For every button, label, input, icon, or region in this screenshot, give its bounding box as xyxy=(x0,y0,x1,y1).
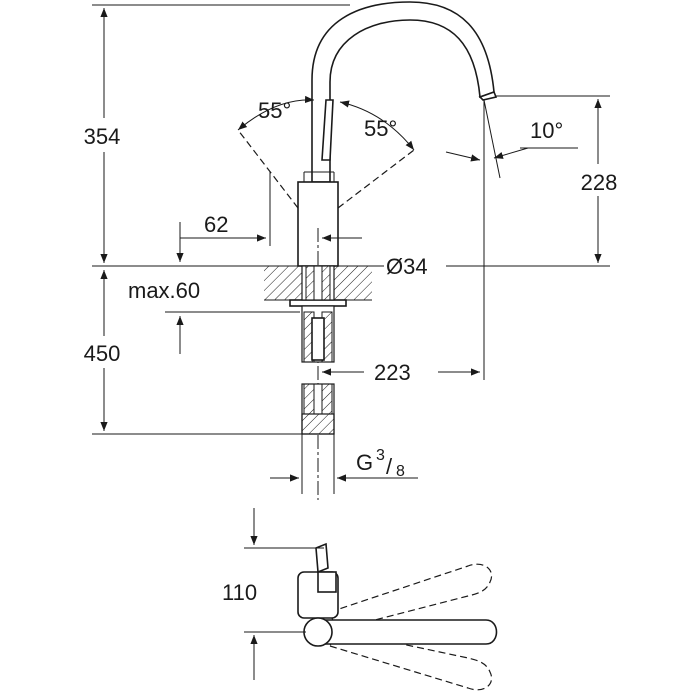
dim-max-thickness: max.60 xyxy=(128,222,200,354)
label-354: 354 xyxy=(84,124,121,149)
faucet-plan-view: 110 xyxy=(222,508,498,691)
extension-lines xyxy=(92,4,610,435)
label-110: 110 xyxy=(222,580,257,605)
dim-thread: G 3 / 8 xyxy=(270,434,418,494)
supply-hoses xyxy=(301,305,335,435)
label-diameter: Ø34 xyxy=(386,254,428,279)
lever-angle-lines: 55° 55° xyxy=(237,95,415,209)
dim-handle-offset: 62 xyxy=(180,172,362,246)
countertop-section xyxy=(264,265,372,307)
label-thread-den: 8 xyxy=(396,463,405,480)
label-62: 62 xyxy=(204,212,228,237)
faucet-elevation xyxy=(297,1,498,500)
label-223: 223 xyxy=(374,360,411,385)
label-thread-num: 3 xyxy=(376,447,385,464)
dim-height-spout: 228 xyxy=(570,99,632,263)
lever-handle xyxy=(321,99,334,161)
label-228: 228 xyxy=(581,170,618,195)
dim-diameter: Ø34 xyxy=(334,252,446,280)
label-angle-right: 55° xyxy=(364,116,397,141)
dim-height-total: 354 xyxy=(70,8,134,263)
label-thread-slash: / xyxy=(386,454,393,479)
label-angle-spout: 10° xyxy=(530,118,563,143)
spout-plan xyxy=(308,619,498,645)
dim-hose-length: 450 xyxy=(70,270,134,431)
label-thread-g: G xyxy=(356,450,373,475)
label-angle-left: 55° xyxy=(258,98,291,123)
spout-angle: 10° xyxy=(445,99,578,179)
label-450: 450 xyxy=(84,341,121,366)
dim-reach: 223 xyxy=(322,360,480,385)
label-max-thickness: max.60 xyxy=(128,278,200,303)
